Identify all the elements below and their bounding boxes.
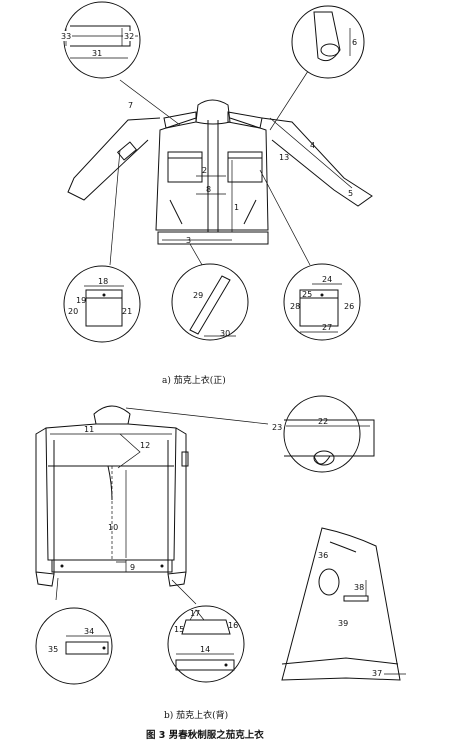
label-1: 1 — [234, 203, 239, 212]
detail-pocket-left: 18 19 20 21 — [63, 265, 141, 343]
back-jacket-drawing: 11 12 10 9 — [35, 405, 269, 605]
label-3: 3 — [186, 236, 191, 245]
label-36: 36 — [318, 551, 328, 560]
label-10: 10 — [108, 523, 118, 532]
label-28: 28 — [290, 302, 300, 311]
label-9: 9 — [130, 563, 135, 572]
label-30: 30 — [220, 329, 230, 338]
label-32: 32 — [124, 32, 134, 41]
label-5: 5 — [348, 189, 353, 198]
label-12: 12 — [140, 441, 150, 450]
label-8: 8 — [206, 185, 211, 194]
label-14: 14 — [200, 645, 210, 654]
detail-slash-pocket: 29 30 — [171, 263, 249, 341]
label-11: 11 — [84, 425, 94, 434]
label-4: 4 — [310, 141, 315, 150]
label-21: 21 — [122, 307, 132, 316]
figure-title: 图 3 男春秋制服之茄克上衣 — [146, 729, 264, 741]
detail-sleeve-tab: 6 — [291, 5, 365, 79]
detail-sleeve-cuff: 36 38 39 37 — [281, 527, 406, 681]
label-26: 26 — [344, 302, 354, 311]
label-17: 17 — [190, 609, 200, 618]
label-25: 25 — [302, 290, 312, 299]
label-35: 35 — [48, 645, 58, 654]
label-7: 7 — [128, 101, 133, 110]
label-22: 22 — [318, 417, 328, 426]
label-13: 13 — [279, 153, 289, 162]
detail-waist-tab-right: 17 15 16 14 — [167, 605, 245, 683]
label-20: 20 — [68, 307, 78, 316]
caption-back: b) 茄克上衣(背) — [164, 709, 228, 721]
label-37: 37 — [372, 669, 382, 678]
front-jacket-drawing: 4 13 5 7 1 2 8 3 — [67, 67, 373, 271]
label-16: 16 — [228, 621, 238, 630]
label-15: 15 — [174, 625, 184, 634]
detail-waist-tab-left: 34 35 — [35, 607, 113, 685]
label-6: 6 — [352, 38, 357, 47]
label-23: 23 — [272, 423, 282, 432]
detail-pocket-right: 24 25 28 26 27 — [283, 263, 361, 341]
label-24: 24 — [322, 275, 332, 284]
detail-back-collar: 22 23 — [272, 395, 375, 473]
label-18: 18 — [98, 277, 108, 286]
detail-epaulet: 33 32 31 — [60, 1, 141, 79]
label-2: 2 — [202, 166, 207, 175]
label-39: 39 — [338, 619, 348, 628]
caption-front: a) 茄克上衣(正) — [162, 374, 226, 386]
label-27: 27 — [322, 323, 332, 332]
label-38: 38 — [354, 583, 364, 592]
label-29: 29 — [193, 291, 203, 300]
label-34: 34 — [84, 627, 94, 636]
label-19: 19 — [76, 296, 86, 305]
label-31: 31 — [92, 49, 102, 58]
label-33: 33 — [61, 32, 71, 41]
